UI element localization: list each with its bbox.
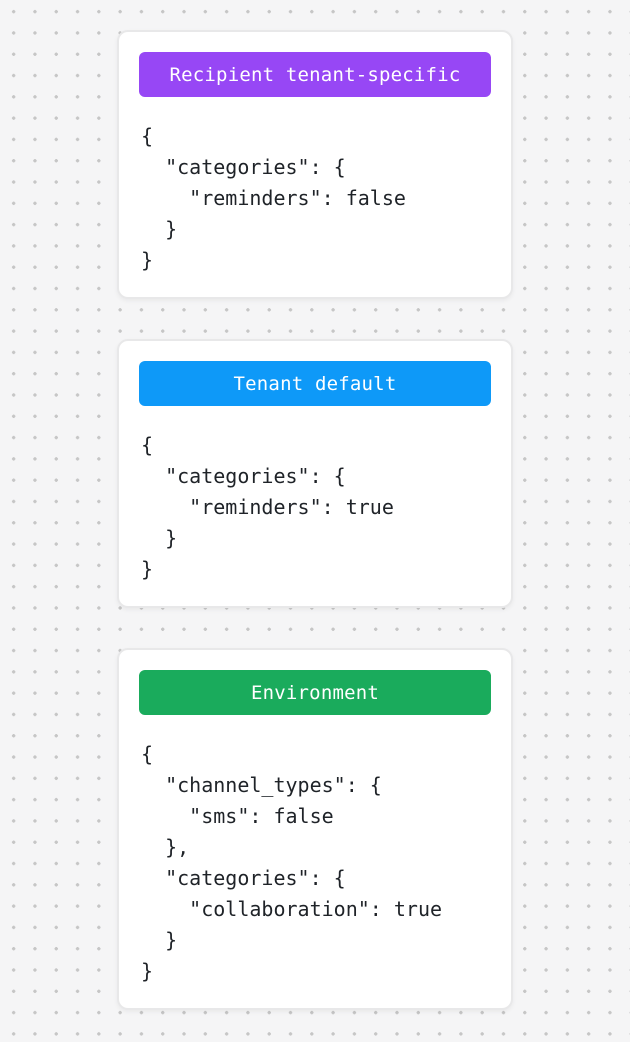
badge-label: Recipient tenant-specific xyxy=(169,63,461,86)
preference-card-recipient-tenant-specific: Recipient tenant-specific { "categories"… xyxy=(117,30,513,299)
badge-recipient-tenant-specific: Recipient tenant-specific xyxy=(139,52,491,97)
json-code-block: { "categories": { "reminders": false } } xyxy=(141,124,406,272)
badge-environment: Environment xyxy=(139,670,491,715)
badge-label: Environment xyxy=(250,681,380,704)
json-code-block: { "categories": { "reminders": true } } xyxy=(141,433,394,581)
preference-card-tenant-default: Tenant default { "categories": { "remind… xyxy=(117,339,513,608)
badge-label: Tenant default xyxy=(233,372,397,395)
json-code-block: { "channel_types": { "sms": false }, "ca… xyxy=(141,742,443,983)
preference-card-environment: Environment { "channel_types": { "sms": … xyxy=(117,648,513,1010)
badge-tenant-default: Tenant default xyxy=(139,361,491,406)
